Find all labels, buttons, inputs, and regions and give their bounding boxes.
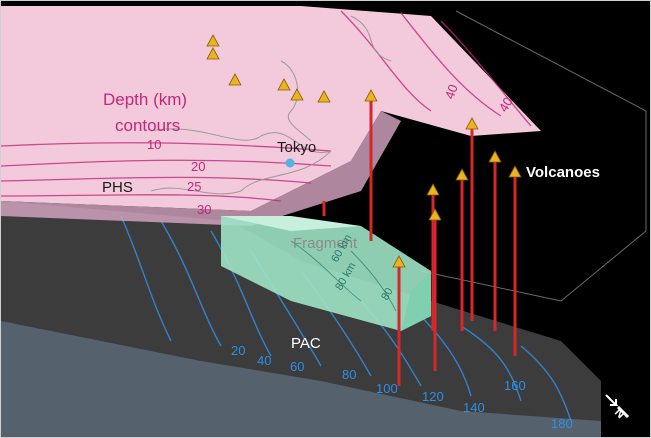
pac-contour-label: 20 xyxy=(231,343,245,358)
volcano-triangle-icon xyxy=(206,47,220,60)
pac-contour-label: 60 xyxy=(290,359,304,374)
volcanoes-label: Volcanoes xyxy=(526,164,600,181)
pac-plate xyxy=(1,201,601,437)
pac-label: PAC xyxy=(291,335,321,352)
svg-text:N: N xyxy=(612,405,628,421)
volcano-triangle-icon xyxy=(364,89,378,102)
pac-contour-label: 80 xyxy=(342,367,356,382)
phs-contour-label: 40 xyxy=(496,94,516,114)
pac-contour-label: 140 xyxy=(463,400,485,415)
tokyo-marker xyxy=(285,158,295,168)
pac-contour-label: 40 xyxy=(257,353,271,368)
phs-contour-label: 40 xyxy=(442,82,461,101)
tokyo-label: Tokyo xyxy=(277,139,316,156)
fragment-contour-label: 80 xyxy=(379,286,396,303)
north-arrow-icon: N xyxy=(605,394,630,421)
phs-contour-label: 10 xyxy=(147,137,161,152)
volcano-triangle-icon xyxy=(455,168,469,181)
volcano-triangle-icon xyxy=(277,78,291,91)
volcano-triangle-icon xyxy=(488,150,502,163)
volcano-triangle-icon xyxy=(317,90,331,103)
volcano-triangle-icon xyxy=(392,255,406,268)
volcano-triangle-icon xyxy=(465,117,479,130)
depth-title: Depth (km) xyxy=(103,90,187,109)
depth-title-line2: contours xyxy=(115,116,180,135)
volcanoes-group xyxy=(206,34,522,386)
volcano-triangle-icon xyxy=(206,34,220,47)
fragment-label: Fragment xyxy=(293,235,358,252)
phs-contour-label: 20 xyxy=(191,159,205,174)
volcano-triangle-icon xyxy=(228,73,242,86)
volcano-triangle-icon xyxy=(426,183,440,196)
pac-contour-label: 100 xyxy=(376,381,398,396)
volcano-triangle-icon xyxy=(508,165,522,178)
pac-contour-label: 120 xyxy=(422,389,444,404)
volcano-triangle-icon xyxy=(290,88,304,101)
background-grid xyxy=(420,10,647,302)
phs-contour-label: 25 xyxy=(187,179,201,194)
phs-label: PHS xyxy=(102,179,133,196)
pac-contour-label: 160 xyxy=(504,378,526,393)
fragment-block xyxy=(221,216,431,331)
pac-contour-label: 180 xyxy=(551,416,573,431)
phs-contour-label: 30 xyxy=(197,202,211,217)
volcano-triangle-icon xyxy=(428,208,442,221)
phs-plate xyxy=(1,6,541,226)
